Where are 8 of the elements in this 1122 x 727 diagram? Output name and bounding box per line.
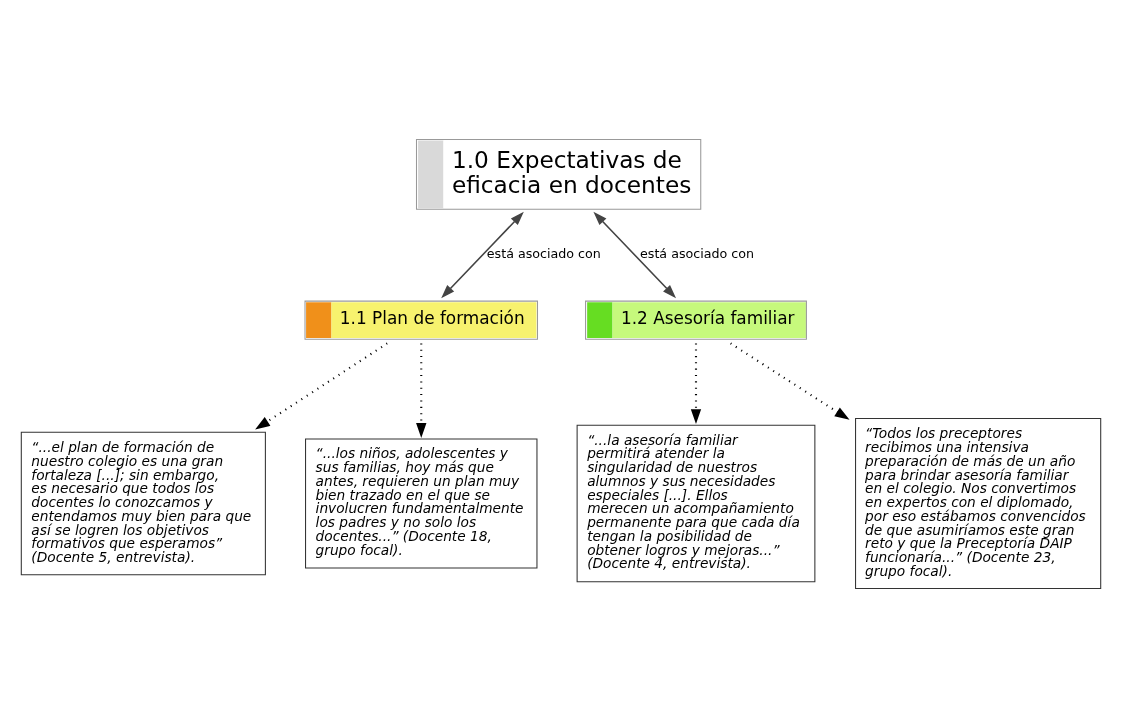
arrow (730, 342, 850, 420)
arrow (441, 211, 524, 298)
arrow (255, 342, 388, 430)
arrow (416, 342, 427, 438)
edge-label: está asociado con (486, 245, 601, 261)
arrow (593, 211, 677, 298)
arrow (690, 342, 702, 424)
edge-label: está asociado con (639, 245, 755, 261)
